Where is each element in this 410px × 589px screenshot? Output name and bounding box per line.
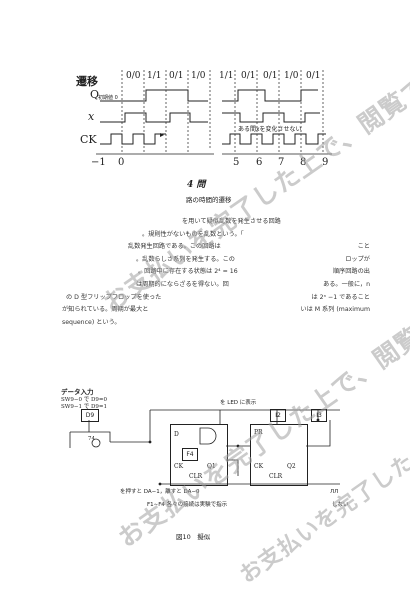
body-line: は周期的にならざるを得ない。回 <box>136 280 229 288</box>
switch-note-on: SW9−0 で D9=0 <box>61 397 108 403</box>
transition-label: 1/1 <box>147 71 162 81</box>
ff1-ck-label: CK <box>174 463 184 470</box>
gate-74-label: 74 <box>88 436 95 442</box>
row-label-x: x <box>88 110 95 123</box>
ff2-ck-label: CK <box>254 463 264 470</box>
body-line <box>270 229 370 242</box>
junction-dot <box>236 444 240 448</box>
body-line <box>270 216 370 229</box>
body-line: が知られている。周期が最大と <box>62 306 149 314</box>
tick-label: 6 <box>256 157 263 168</box>
junction-dot <box>158 482 162 486</box>
body-line: の D 型フリップフロップを使った <box>66 293 162 301</box>
figure-number: 4 問 <box>187 180 206 190</box>
x-waveform-left <box>100 112 208 123</box>
body-line <box>270 317 370 330</box>
body-line: ロップが <box>345 255 370 263</box>
transition-label: 1/1 <box>219 71 234 81</box>
q-initial-note: 初期値 0 <box>98 95 118 101</box>
transition-divider <box>121 70 324 153</box>
transition-label: 0/1 <box>169 71 184 81</box>
bottom-right-mark: ЛЛ <box>330 489 339 495</box>
and-gate-symbol <box>199 427 217 445</box>
ff2-pr-label: PR <box>254 429 263 436</box>
body-line: 。回路中に存在する状態は 2⁴ = 16 <box>138 268 238 276</box>
i2-box: I2 <box>270 409 286 422</box>
transition-label: 0/1 <box>263 71 278 81</box>
tick-label: 9 <box>322 157 329 168</box>
wire <box>226 410 331 476</box>
gate-74-symbol <box>91 438 101 448</box>
body-line: ある。一般に，n <box>323 280 370 288</box>
junction-dot <box>148 440 152 444</box>
tick-label: 5 <box>233 157 240 168</box>
f4-box: F4 <box>182 448 198 461</box>
body-line: 順序回路の出 <box>332 268 370 276</box>
body-line: 。乱数らしさ系列を発生する。この <box>136 255 235 263</box>
transition-label: 1/0 <box>191 71 206 81</box>
switch-note-off: SW9−1 で D9=1 <box>61 404 108 410</box>
ck-arrow <box>160 133 164 137</box>
timing-waveforms <box>96 70 332 155</box>
circuit-schematic: データ入力 SW9−0 で D9=0 SW9−1 で D9=1 D9 を LED… <box>0 380 410 510</box>
tick-label: 0 <box>118 157 125 168</box>
timing-diagram: 遷移 Q 初期値 0 x CK ある間xを変化させない 0/0 1/1 0/1 … <box>0 0 410 200</box>
transition-label: 0/1 <box>306 71 321 81</box>
body-line: は 2ⁿ −1 であること <box>311 293 371 301</box>
body-line: いは M 系列 (maximum <box>300 306 370 314</box>
body-paragraph-right: こと ロップが 順序回路の出 ある。一般に，n は 2ⁿ −1 であること いは… <box>270 216 370 329</box>
figure-caption: 路の時間的遷移 <box>186 196 232 204</box>
ck-waveform-right <box>222 133 326 145</box>
row-label-ck: CK <box>80 133 97 146</box>
row-label-q: Q <box>90 88 100 101</box>
wire <box>69 409 340 448</box>
data-input-title: データ入力 <box>61 388 94 396</box>
tick-label: 8 <box>300 157 307 168</box>
led-note: を LED に表示 <box>220 400 257 406</box>
transition-label: 0/0 <box>126 71 141 81</box>
q-waveform-right <box>222 89 318 102</box>
body-paragraph-left: を用いて疑似乱数を発生させる回路 。規則性がないものを乱数という。「 乱数発生回… <box>60 216 360 329</box>
flip-flop-2: PR CK Q2 CLR <box>250 424 308 486</box>
ff2-q-label: Q2 <box>287 463 296 470</box>
ck-waveform-left <box>100 133 166 145</box>
x-note: ある間xを変化させない <box>238 126 302 133</box>
body-line: sequence) という。 <box>62 318 121 326</box>
bottom-right-note: しない <box>332 502 349 508</box>
ff1-clr-label: CLR <box>189 473 203 480</box>
d9-box: D9 <box>81 409 99 422</box>
da-note: を押すと DA−1，離すと DA−0 <box>120 489 200 495</box>
ff1-q-label: Q1 <box>207 463 216 470</box>
row-label-transition: 遷移 <box>76 75 98 88</box>
circuit-wiring <box>69 409 340 486</box>
f1-note: F1∼F4 各々の接続は実験で指示 <box>147 502 228 508</box>
body-line: 。規則性がないものを乱数という。「 <box>142 230 244 238</box>
flip-flop-1: D CK Q1 CLR <box>170 424 228 486</box>
wire <box>160 410 340 485</box>
ff2-clr-label: CLR <box>269 473 283 480</box>
junction-dot <box>316 418 320 422</box>
transition-label: 0/1 <box>241 71 256 81</box>
q-waveform-left <box>100 89 208 102</box>
transition-label: 1/0 <box>284 71 299 81</box>
body-line: こと <box>357 243 370 251</box>
body-line: を用いて疑似乱数を発生させる回路 <box>182 218 281 225</box>
tick-label: 7 <box>278 157 285 168</box>
x-waveform-right <box>222 112 320 123</box>
i3-box: I3 <box>311 409 327 422</box>
figure-10-caption: 図10 擬似 <box>176 533 211 541</box>
ff1-d-label: D <box>174 431 179 438</box>
body-line: 乱数発生回路である。この回路は <box>128 243 221 251</box>
tick-label: −1 <box>91 157 106 168</box>
